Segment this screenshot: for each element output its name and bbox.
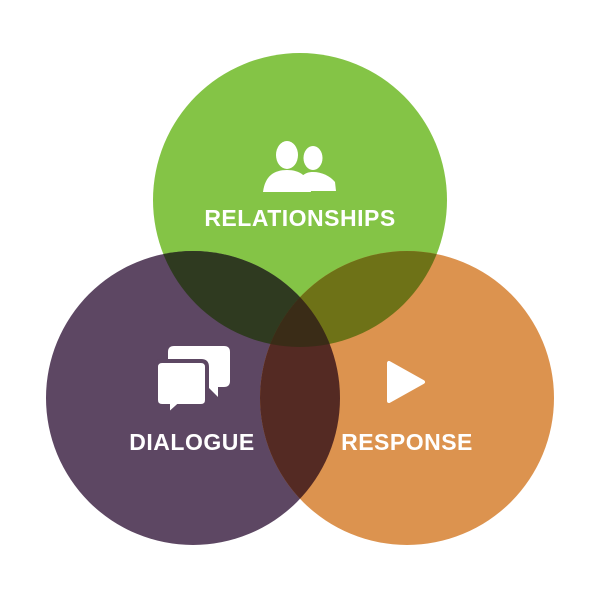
response-label: RESPONSE bbox=[341, 429, 473, 455]
overlap-relationships-dialogue bbox=[153, 251, 340, 347]
chat-bubbles-icon bbox=[154, 346, 230, 420]
relationships-label: RELATIONSHIPS bbox=[204, 205, 395, 231]
dialogue-label: DIALOGUE bbox=[129, 429, 254, 455]
overlap-relationships-response-group bbox=[260, 251, 447, 347]
people-icon bbox=[263, 141, 336, 192]
overlap-relationships-response bbox=[260, 251, 447, 347]
play-icon bbox=[387, 361, 425, 403]
overlap-relationships-dialogue-group bbox=[153, 251, 340, 347]
